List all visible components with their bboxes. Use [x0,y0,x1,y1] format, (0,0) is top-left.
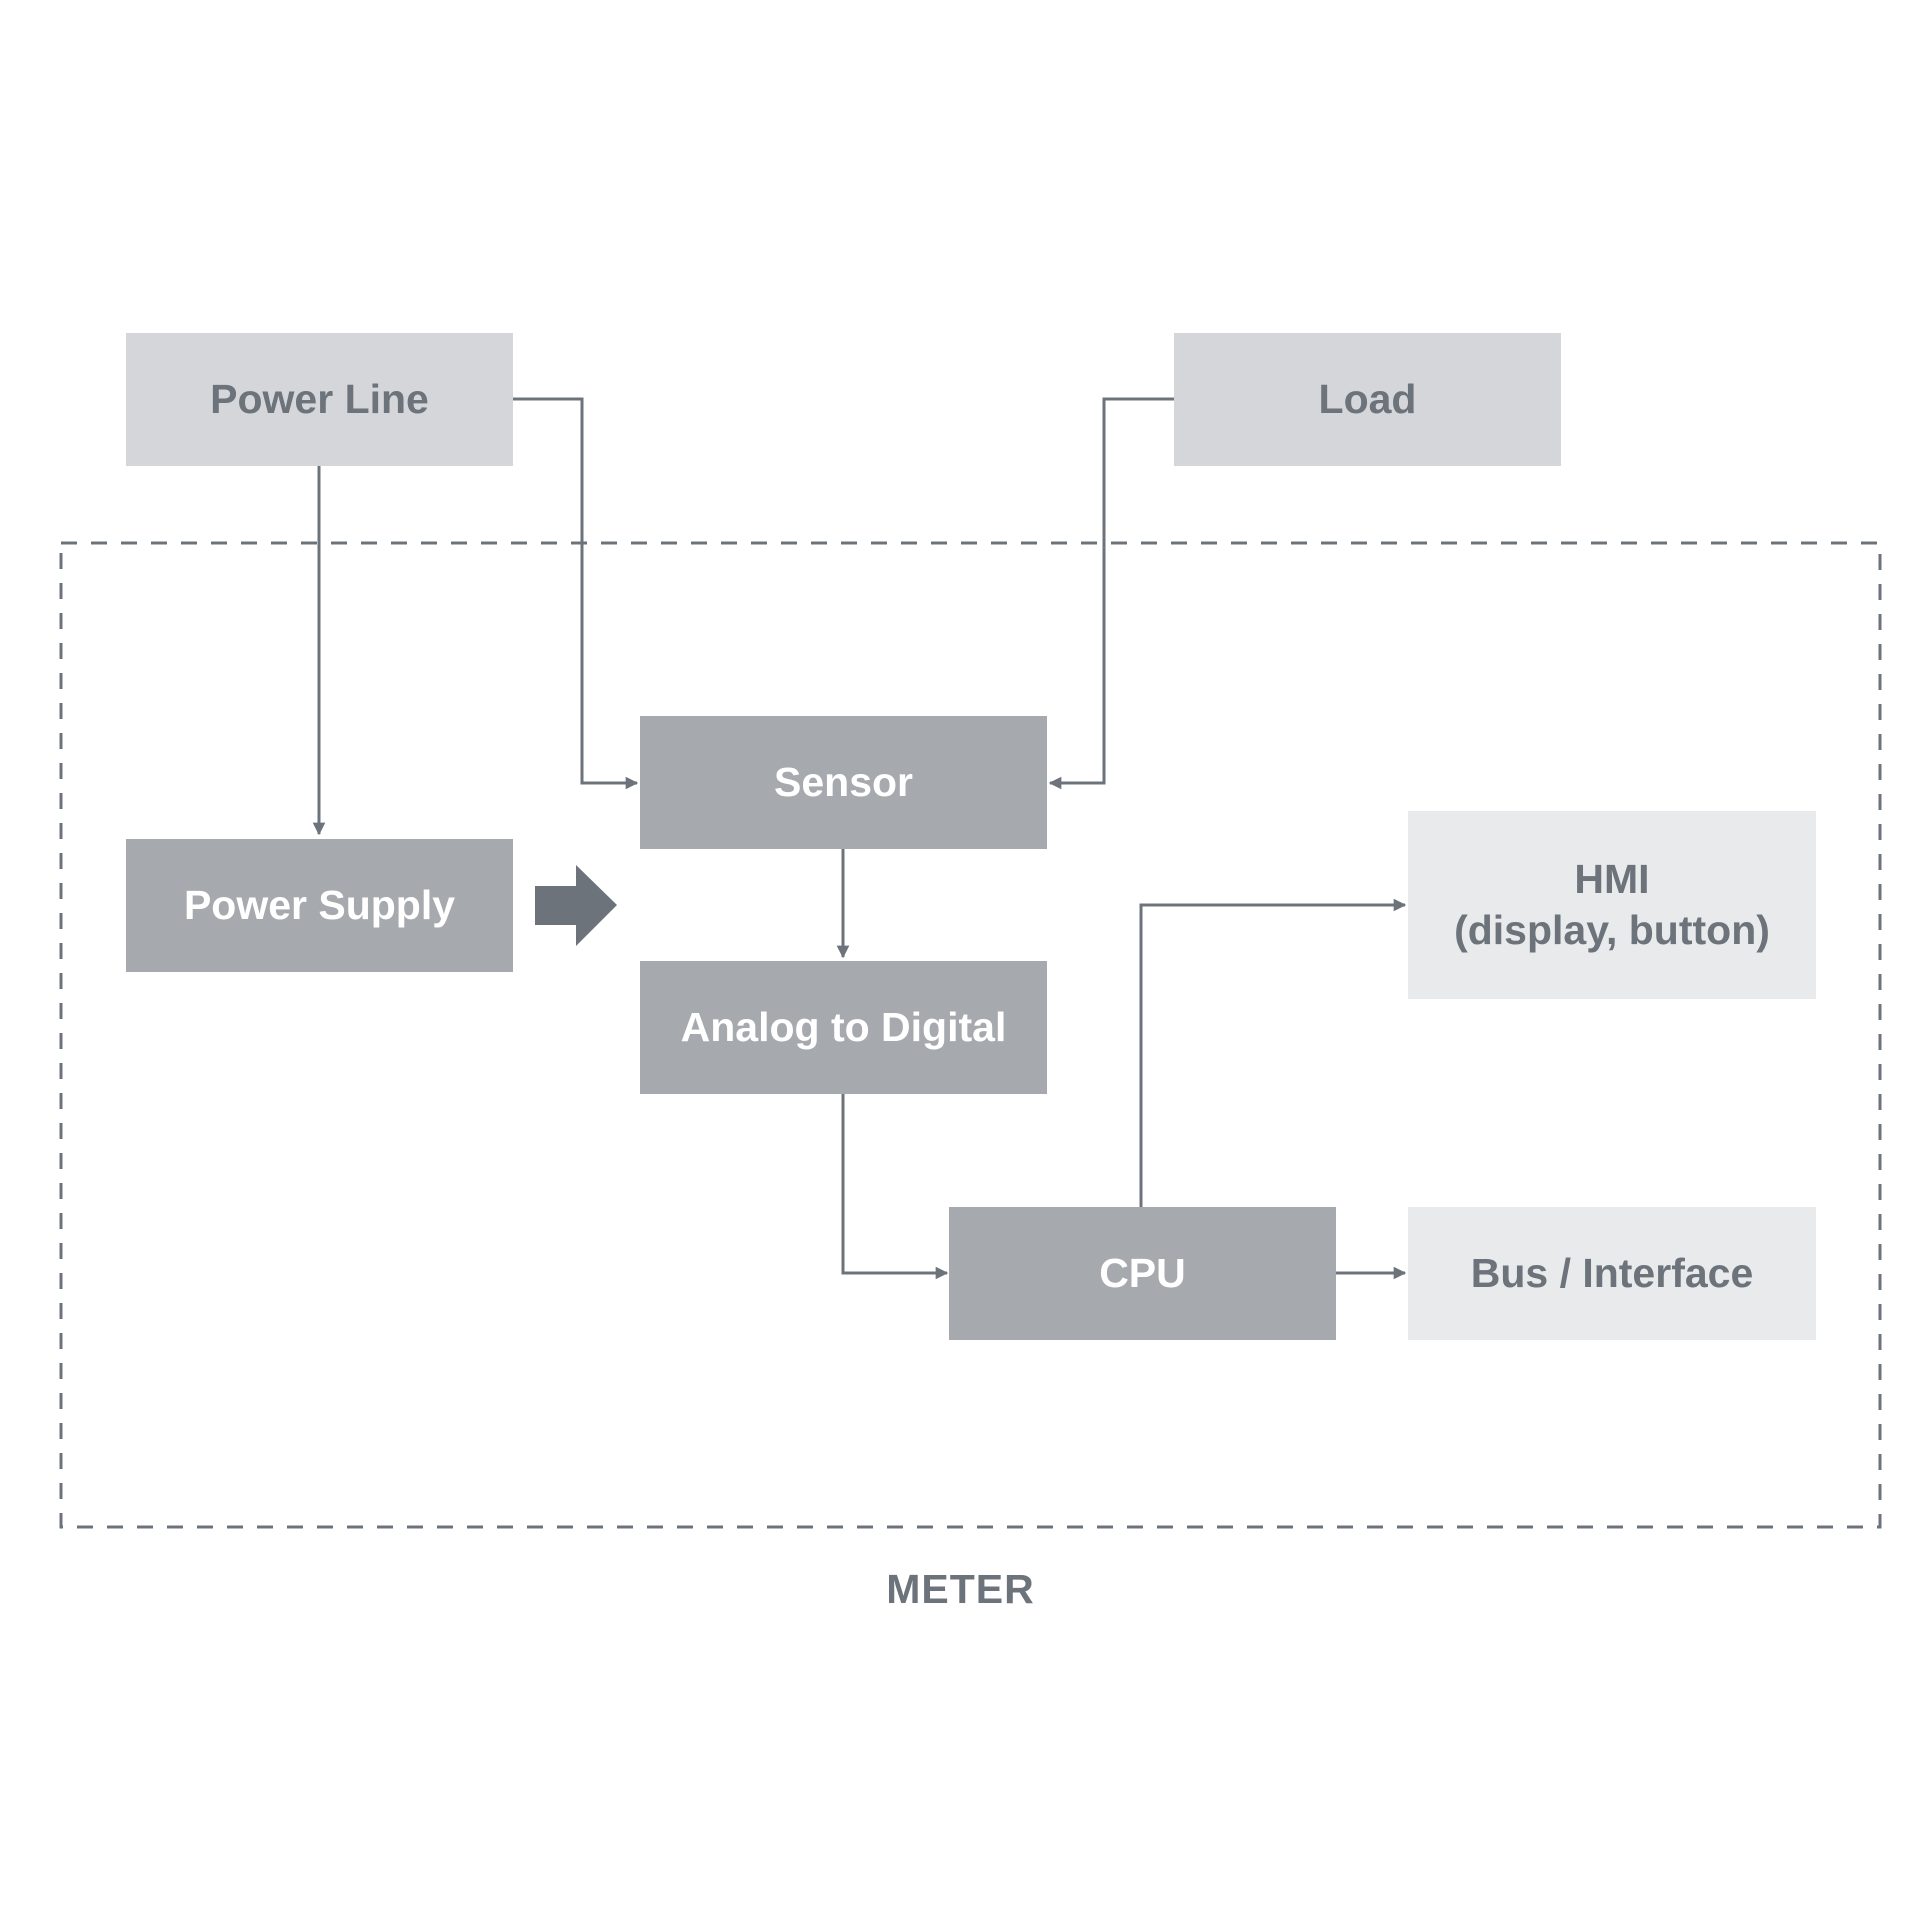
analog-to-digital-label: Analog to Digital [680,1003,1007,1050]
connector-adc-to-cpu [841,1094,949,1280]
power-supply-label: Power Supply [183,881,456,928]
connector-cpu-to-hmi [1139,898,1407,1207]
load-label: Load [1318,375,1417,422]
bus-interface-box: Bus / Interface [1408,1207,1816,1340]
power-feed-block-arrow [535,865,617,946]
meter-boundary [59,541,1882,1529]
cpu-label: CPU [1099,1249,1186,1296]
hmi-box: HMI (display, button) [1408,811,1816,999]
connector-powerline-to-sensor [513,397,639,790]
meter-boundary-label: METER [886,1566,1035,1612]
power-line-box: Power Line [126,333,513,466]
connector-load-to-sensor [1048,397,1174,790]
power-supply-box: Power Supply [126,839,513,972]
bus-interface-label: Bus / Interface [1470,1249,1754,1296]
power-line-label: Power Line [210,375,429,422]
cpu-box: CPU [949,1207,1336,1340]
sensor-label: Sensor [774,758,913,805]
hmi-label: HMI [1574,855,1650,902]
hmi-sublabel: (display, button) [1454,907,1770,953]
sensor-box: Sensor [640,716,1047,849]
analog-to-digital-box: Analog to Digital [640,961,1047,1094]
load-box: Load [1174,333,1561,466]
